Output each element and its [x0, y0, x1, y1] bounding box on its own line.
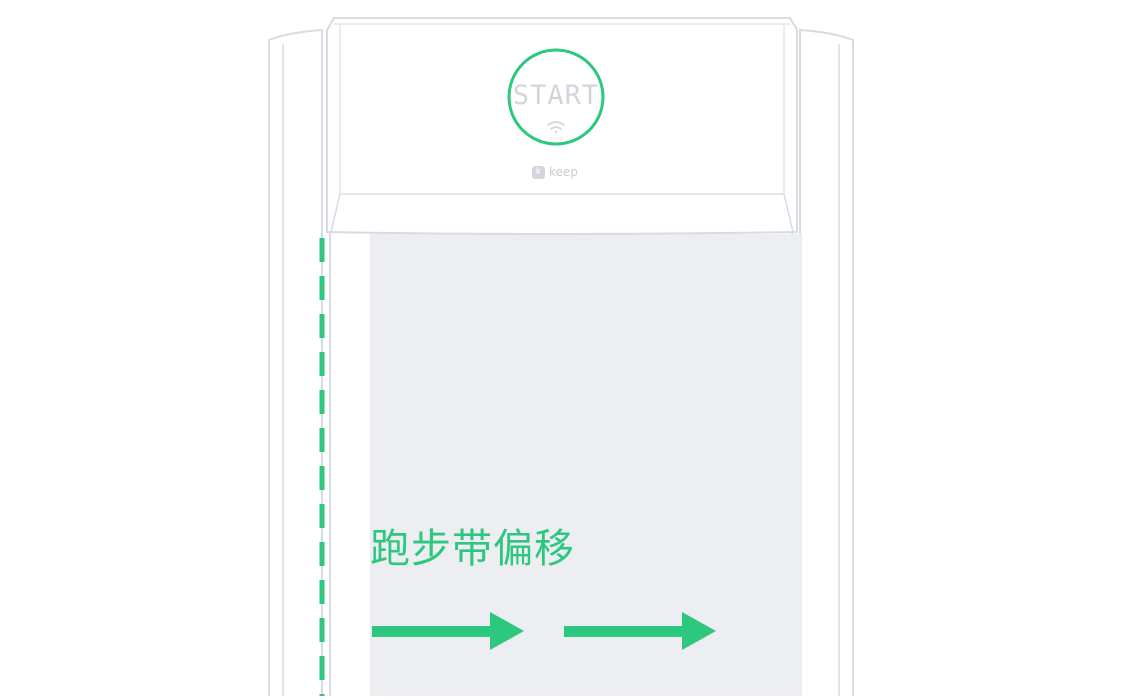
keep-logo-icon: k — [532, 165, 545, 179]
wifi-icon — [547, 121, 565, 134]
brand-name: keep — [549, 165, 578, 179]
arrow-right-icon — [372, 612, 524, 650]
right-side-rail — [799, 28, 854, 696]
arrow-right-icon-2 — [564, 612, 716, 650]
belt-offset-label: 跑步带偏移 — [370, 526, 575, 572]
running-belt — [370, 234, 802, 696]
console-hood — [326, 17, 798, 235]
brand-logo: k keep — [532, 165, 578, 179]
start-label: START — [512, 80, 600, 111]
start-button-ring — [507, 48, 605, 146]
belt-gap — [331, 234, 370, 696]
left-side-rail — [268, 28, 323, 696]
